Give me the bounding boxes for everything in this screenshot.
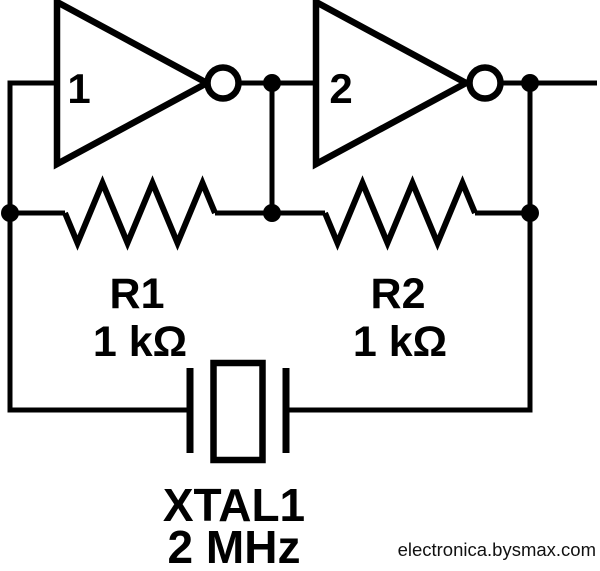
crystal-body bbox=[210, 359, 266, 464]
junction-dot-left bbox=[1, 204, 19, 222]
wire-left-loop bbox=[7, 80, 190, 413]
junction-dot-inv1-output bbox=[263, 74, 281, 92]
wire-right-loop bbox=[286, 83, 533, 413]
resistor-r2-zigzag bbox=[322, 175, 478, 251]
resistor-r2-ref: R2 bbox=[371, 270, 426, 318]
resistor-r1: R1 1 kΩ bbox=[62, 175, 218, 366]
resistor-r1-zigzag bbox=[62, 175, 218, 251]
junction-dot-inv2-output bbox=[521, 74, 539, 92]
crystal-ref: XTAL1 bbox=[163, 479, 305, 531]
crystal-value: 2 MHz bbox=[168, 521, 301, 571]
resistor-r2: R2 1 kΩ bbox=[322, 175, 478, 366]
inverter-1-label: 1 bbox=[67, 65, 90, 112]
junction-dot-middle-resistor bbox=[263, 204, 281, 222]
resistor-r1-value: 1 kΩ bbox=[93, 318, 187, 366]
junction-dot-right-resistor bbox=[521, 204, 539, 222]
inverter-2-bubble bbox=[466, 64, 504, 102]
wires bbox=[7, 80, 597, 413]
inverter-2-label: 2 bbox=[329, 65, 352, 112]
inverter-2-triangle bbox=[312, 0, 473, 170]
inverter-1-triangle bbox=[53, 0, 214, 170]
junction-dots bbox=[1, 74, 539, 222]
watermark-text: electronica.bysmax.com bbox=[398, 539, 596, 560]
inverter-1-bubble bbox=[204, 64, 242, 102]
crystal-xtal1: XTAL1 2 MHz bbox=[163, 359, 305, 571]
inverter-2: 2 bbox=[312, 0, 504, 170]
resistor-r2-value: 1 kΩ bbox=[353, 318, 447, 366]
resistor-r1-ref: R1 bbox=[110, 270, 165, 318]
inverter-1: 1 bbox=[53, 0, 242, 170]
